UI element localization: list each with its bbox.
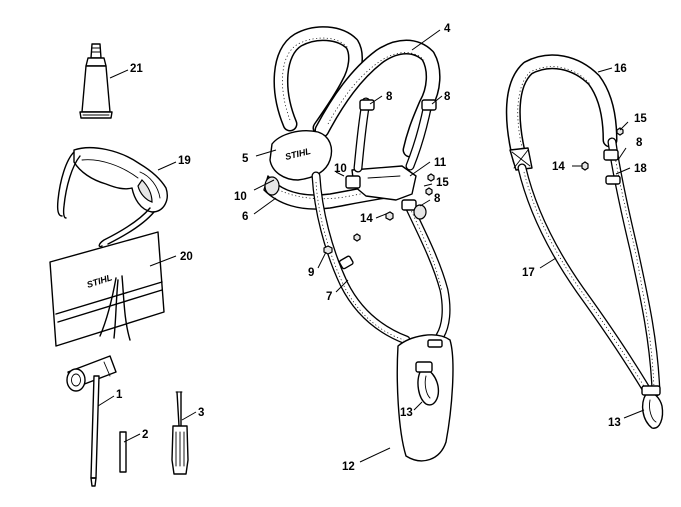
callout-13-b: 13	[608, 417, 621, 429]
callout-17: 17	[522, 267, 535, 279]
callout-4: 4	[444, 23, 451, 35]
callout-20: 20	[180, 251, 193, 263]
callout-14-b: 14	[552, 161, 565, 173]
callout-12: 12	[342, 461, 355, 473]
part-combination-wrench	[66, 355, 117, 487]
part-full-harness: STIHL	[263, 26, 454, 462]
callout-2: 2	[142, 429, 148, 441]
callout-leaders	[97, 29, 645, 463]
callout-15-b: 15	[634, 113, 647, 125]
part-screws-nuts	[323, 127, 624, 255]
callout-10-b: 10	[334, 163, 347, 175]
part-grease-tube	[79, 43, 113, 119]
callout-15-a: 15	[436, 177, 449, 189]
callout-1: 1	[116, 389, 123, 401]
callout-18: 18	[634, 163, 647, 175]
callout-6: 6	[242, 211, 248, 223]
callout-8-c: 8	[434, 193, 441, 205]
part-pin	[119, 431, 127, 473]
callout-3: 3	[198, 407, 204, 419]
callout-5: 5	[242, 153, 249, 165]
callout-14-a: 14	[360, 213, 373, 225]
callout-10-a: 10	[234, 191, 247, 203]
callout-19: 19	[178, 155, 191, 167]
part-safety-glasses	[56, 147, 168, 248]
callout-16: 16	[614, 63, 627, 75]
callout-21: 21	[130, 63, 143, 75]
callout-11: 11	[434, 157, 447, 169]
callout-9: 9	[308, 267, 314, 279]
callout-8-a: 8	[386, 91, 393, 103]
part-screwdriver	[171, 391, 189, 475]
callout-7: 7	[326, 291, 332, 303]
callout-numbers: 21 19 20 1 2 3 4 5 6 7 8 8 8 8 9 10 10 1…	[116, 23, 647, 473]
callout-8-d: 8	[636, 137, 643, 149]
callout-13-a: 13	[400, 407, 413, 419]
callout-8-b: 8	[444, 91, 451, 103]
part-tool-pouch: STIHL	[49, 231, 165, 347]
